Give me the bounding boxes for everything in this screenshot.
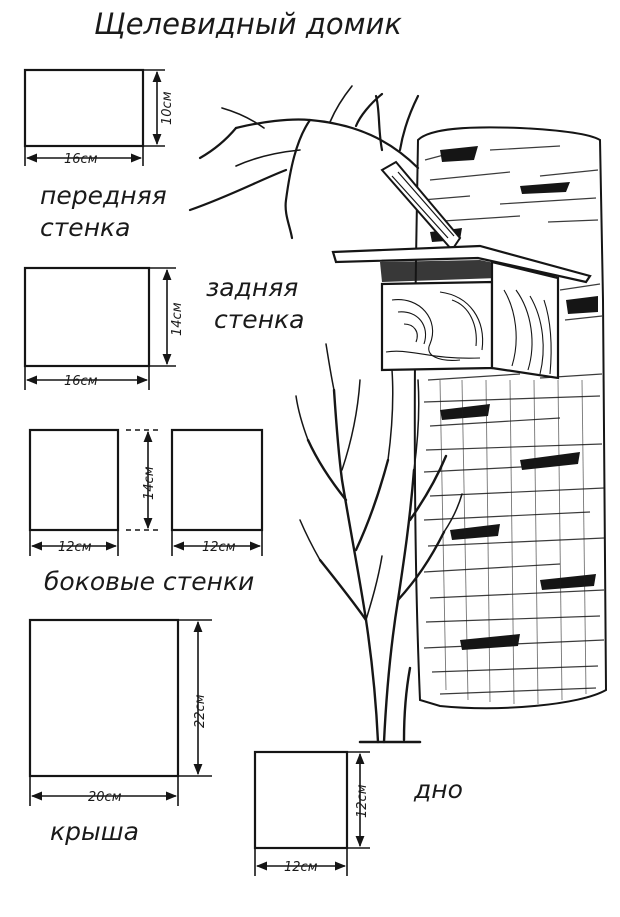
roof-plan: 20см 22см крыша [28, 618, 212, 846]
back-wall-label-line2: стенка [214, 305, 304, 334]
sapling-branches [306, 388, 448, 744]
birdhouse-roof [331, 244, 592, 284]
front-wall-panel [23, 68, 145, 148]
side-left-width-label: 12см [58, 540, 92, 555]
roof-width-label: 20см [88, 790, 122, 805]
birdhouse-tree-illustration [188, 85, 608, 744]
bottom-panel [253, 750, 349, 850]
bottom-height-label: 12см [355, 784, 370, 818]
tree-trunk [413, 126, 608, 710]
back-wall-label-line1: задняя [206, 273, 298, 302]
bottom-width-label: 12см [284, 860, 318, 875]
front-wall-plan: 16см 10см передняя стенка [23, 68, 175, 242]
side-height-label: 14см [142, 466, 157, 500]
bottom-label: дно [413, 775, 463, 804]
mounting-strip [380, 160, 462, 252]
side-wall-right-panel [170, 428, 264, 532]
front-wall-label-line2: стенка [40, 213, 130, 242]
back-wall-plan: 16см 14см задняя стенка [23, 266, 304, 390]
bottom-plan: 12см 12см дно [253, 750, 463, 876]
birdhouse-front [380, 280, 494, 372]
roof-height-label: 22см [193, 694, 208, 728]
side-walls-plan: 12см 12см 14см боковые стенки [28, 428, 264, 596]
birdhouse-side [490, 260, 560, 380]
tree-branches [188, 92, 420, 240]
birdhouse-illustration [331, 244, 592, 380]
diagram-title: Щелевидный домик [94, 7, 402, 41]
roof-panel [28, 618, 180, 778]
front-wall-label-line1: передняя [40, 181, 167, 210]
roof-label: крыша [50, 817, 139, 846]
front-width-label: 16см [64, 152, 98, 167]
side-wall-left-panel [28, 428, 120, 532]
side-walls-label: боковые стенки [44, 567, 254, 596]
front-height-label: 10см [160, 91, 175, 125]
back-height-label: 14см [170, 302, 185, 336]
side-right-width-label: 12см [202, 540, 236, 555]
back-width-label: 16см [64, 374, 98, 389]
back-wall-panel [23, 266, 151, 368]
